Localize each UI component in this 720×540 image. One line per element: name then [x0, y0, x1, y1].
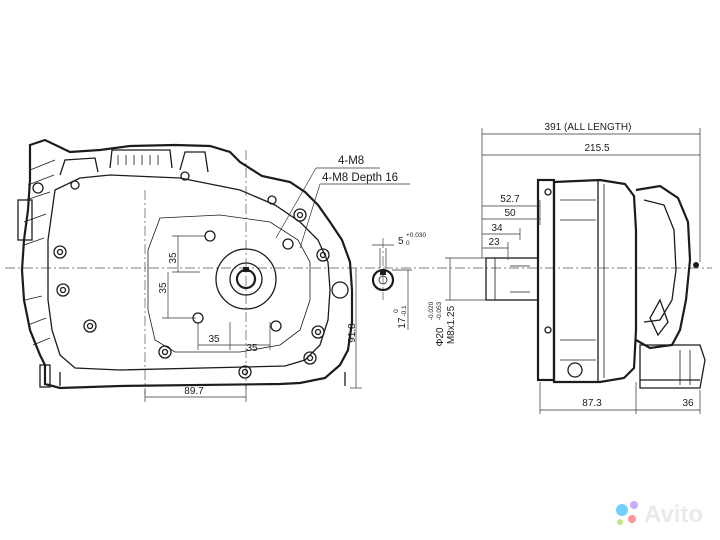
dim-17-tol-lower: -0.1: [401, 305, 408, 317]
dim-shaft-label: Φ20: [435, 327, 446, 347]
avito-logo-dot-3: [628, 515, 636, 523]
dim-215-5-label: 215.5: [584, 143, 609, 154]
dim-91-8-label: 91.8: [347, 323, 358, 343]
side-view-housing: [485, 178, 706, 389]
dim-87-3-label: 87.3: [582, 398, 602, 409]
dim-35-bottom-right-label: 35: [246, 343, 258, 354]
dim-23-label: 23: [488, 237, 500, 248]
dim-17-label: 17: [397, 317, 408, 329]
dim-35-bottom-left-label: 35: [208, 334, 220, 345]
thread-note-label: 4-M8: [338, 155, 364, 167]
dim-35-top-label: 35: [168, 252, 179, 264]
thread-depth-note-label: 4-M8 Depth 16: [322, 172, 398, 184]
avito-logo-dot-4: [617, 519, 623, 525]
center-lines: [5, 150, 712, 395]
dim-5-tol-lower: 0: [406, 240, 410, 247]
dim-5-tol-upper: +0.030: [406, 232, 426, 239]
dim-35-left-label: 35: [158, 282, 169, 294]
dim-thread-label: M8x1.25: [446, 305, 457, 344]
avito-watermark-text: Avito: [644, 501, 703, 528]
keyway-detail: [371, 244, 412, 330]
dim-50-label: 50: [504, 208, 516, 219]
avito-watermark: Avito: [616, 501, 703, 528]
dim-shaft-tol-lower: -0.053: [436, 301, 443, 320]
front-view-dimensions: [144, 167, 410, 402]
dim-17-tol-upper: 0: [393, 309, 400, 313]
side-view-dimensions: [445, 128, 701, 414]
dim-89-7-label: 89.7: [184, 386, 204, 397]
avito-logo-dot-1: [616, 504, 628, 516]
dim-shaft-tol-upper: -0.020: [428, 301, 435, 320]
front-view-housing: [17, 138, 354, 390]
dim-52-7-label: 52.7: [500, 194, 520, 205]
avito-logo-dot-2: [630, 501, 638, 509]
dim-5-label: 5: [398, 236, 404, 247]
dim-391-label: 391 (ALL LENGTH): [545, 122, 632, 133]
dim-34-label: 34: [491, 223, 503, 234]
dim-36-label: 36: [682, 398, 694, 409]
